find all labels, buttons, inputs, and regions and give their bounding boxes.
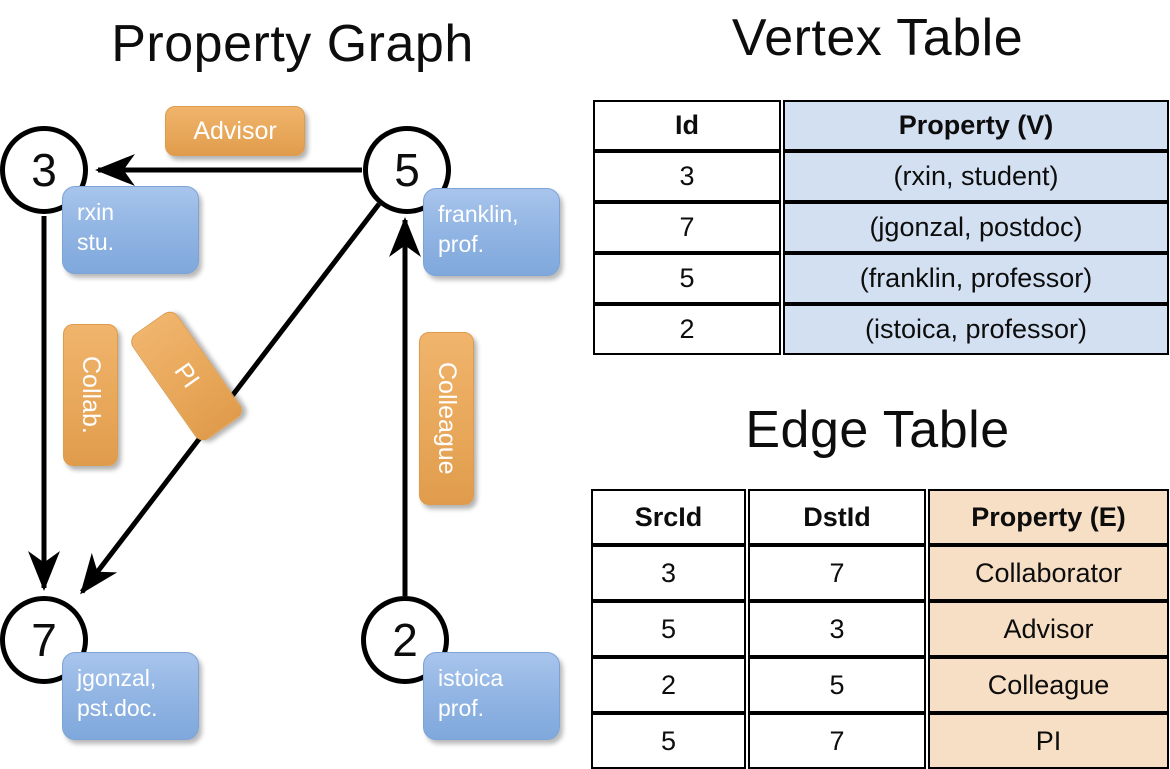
edge-cell-dstid: 5 [748,657,926,713]
graph-node-7-property-box: jgonzal, pst.doc. [62,652,199,740]
page-title-vertex-table: Vertex Table [731,9,1024,67]
edge-cell-dstid: 3 [748,601,926,657]
graph-node-2-property-line2: prof. [438,695,485,722]
edge-cell-srcid: 2 [591,657,746,713]
graph-node-2[interactable]: 2 [361,596,449,684]
graph-node-7-property-line1: jgonzal, [77,665,157,691]
edge-cell-property: PI [928,713,1169,769]
edge-cell-property: Colleague [928,657,1169,713]
graph-node-3-property-box: rxin stu. [62,186,199,274]
vertex-table-header-row: Id Property (V) [593,100,1169,151]
table-row[interactable]: 3 (rxin, student) [593,151,1169,202]
graph-edge-label-advisor: Advisor [165,106,305,156]
graph-node-5-property-line2: prof. [438,231,485,258]
graph-node-2-property-line1: istoica [438,665,504,691]
graph-node-5-property-box: franklin, prof. [423,188,560,276]
edge-table-header-property: Property (E) [928,489,1169,545]
vertex-cell-id: 7 [593,202,781,253]
graph-node-3-property-line1: rxin [77,199,115,225]
table-row[interactable]: 5 (franklin, professor) [593,253,1169,304]
edge-table-header-srcid: SrcId [591,489,746,545]
edge-cell-dstid: 7 [748,545,926,601]
edge-cell-dstid: 7 [748,713,926,769]
graph-node-5[interactable]: 5 [363,126,451,214]
graph-node-3-property-line2: stu. [77,229,115,256]
graph-node-2-label: 2 [392,614,418,666]
vertex-cell-id: 2 [593,304,781,355]
graph-node-5-label: 5 [394,144,420,196]
table-row[interactable]: 2 (istoica, professor) [593,304,1169,355]
table-row[interactable]: 2 5 Colleague [591,657,1169,713]
vertex-cell-id: 3 [593,151,781,202]
graph-node-3-label: 3 [31,144,57,196]
page-title-property-graph: Property Graph [111,15,474,73]
vertex-cell-property: (franklin, professor) [783,253,1169,304]
vertex-table-header-property: Property (V) [783,100,1169,151]
edge-cell-srcid: 5 [591,601,746,657]
property-graph-diagram: 3 rxin stu. 5 franklin, prof. 7 jgonzal,… [0,0,585,760]
graph-edge-label-colleague: Colleague [419,332,474,505]
vertex-table-header-id: Id [593,100,781,151]
edge-table-header-row: SrcId DstId Property (E) [591,489,1169,545]
edge-cell-srcid: 5 [591,713,746,769]
vertex-table: Id Property (V) 3 (rxin, student) 7 (jgo… [591,100,1170,355]
table-row[interactable]: 3 7 Collaborator [591,545,1169,601]
table-row[interactable]: 5 7 PI [591,713,1169,769]
edge-table-header-dstid: DstId [748,489,926,545]
edge-cell-srcid: 3 [591,545,746,601]
table-row[interactable]: 5 3 Advisor [591,601,1169,657]
graph-node-7-property-line2: pst.doc. [77,695,158,722]
graph-edge-label-collab: Collab. [63,324,118,466]
vertex-cell-property: (rxin, student) [783,151,1169,202]
graph-node-5-property-line1: franklin, [438,201,519,227]
edge-table: SrcId DstId Property (E) 3 7 Collaborato… [589,489,1170,769]
vertex-cell-id: 5 [593,253,781,304]
vertex-cell-property: (jgonzal, postdoc) [783,202,1169,253]
page-title-edge-table: Edge Table [745,401,1010,459]
edge-cell-property: Advisor [928,601,1169,657]
vertex-cell-property: (istoica, professor) [783,304,1169,355]
table-row[interactable]: 7 (jgonzal, postdoc) [593,202,1169,253]
graph-node-7-label: 7 [31,614,57,666]
graph-node-2-property-box: istoica prof. [423,652,560,740]
edge-cell-property: Collaborator [928,545,1169,601]
